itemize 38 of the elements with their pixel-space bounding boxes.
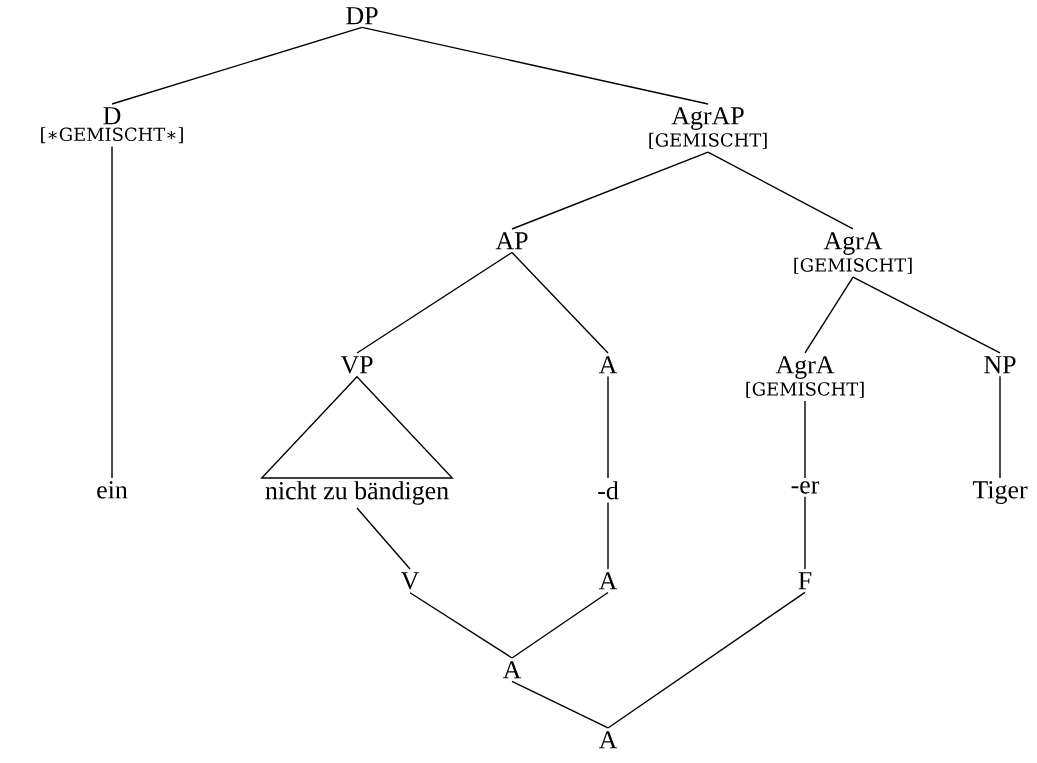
branch-line [999,375,1001,479]
node-label: AgrA [GEMISCHT] [794,232,912,274]
branch-line [804,496,806,570]
branch-line [607,591,806,729]
node-label: V [400,572,420,590]
node-label: F [798,572,812,590]
node-label: Tiger [972,481,1028,504]
node-label: A [598,356,618,374]
node-label: A [598,572,618,590]
node-label: AgrAP [GEMISCHT] [649,107,767,149]
branch-line [707,151,854,230]
node-label: -d [598,481,619,500]
branch-line [361,26,709,105]
branch-line [511,680,609,729]
branch-line [356,251,513,354]
branch-line [804,400,806,479]
node-label: D [∗GEMISCHT∗] [41,107,183,144]
node-label: -er [791,481,820,494]
branch-line [111,26,363,105]
node-label: VP [340,356,373,374]
node-label: DP [346,7,378,25]
branch-line [511,591,609,659]
branch-line [511,251,609,354]
branch-line [852,276,1001,354]
node-label: AgrA [GEMISCHT] [746,356,864,398]
node-label: AP [495,232,528,250]
branch-line [356,507,411,570]
node-label: A [598,731,618,749]
branch-line [607,375,609,479]
branch-line [804,276,854,354]
branch-line [409,592,513,659]
branch-line [607,501,609,570]
node-label: A [502,661,522,679]
node-label: NP [984,356,1016,374]
branch-line [111,145,113,479]
node-label: nicht zu bändigen [265,481,449,505]
branch-line [511,151,709,230]
node-label: ein [97,481,128,499]
